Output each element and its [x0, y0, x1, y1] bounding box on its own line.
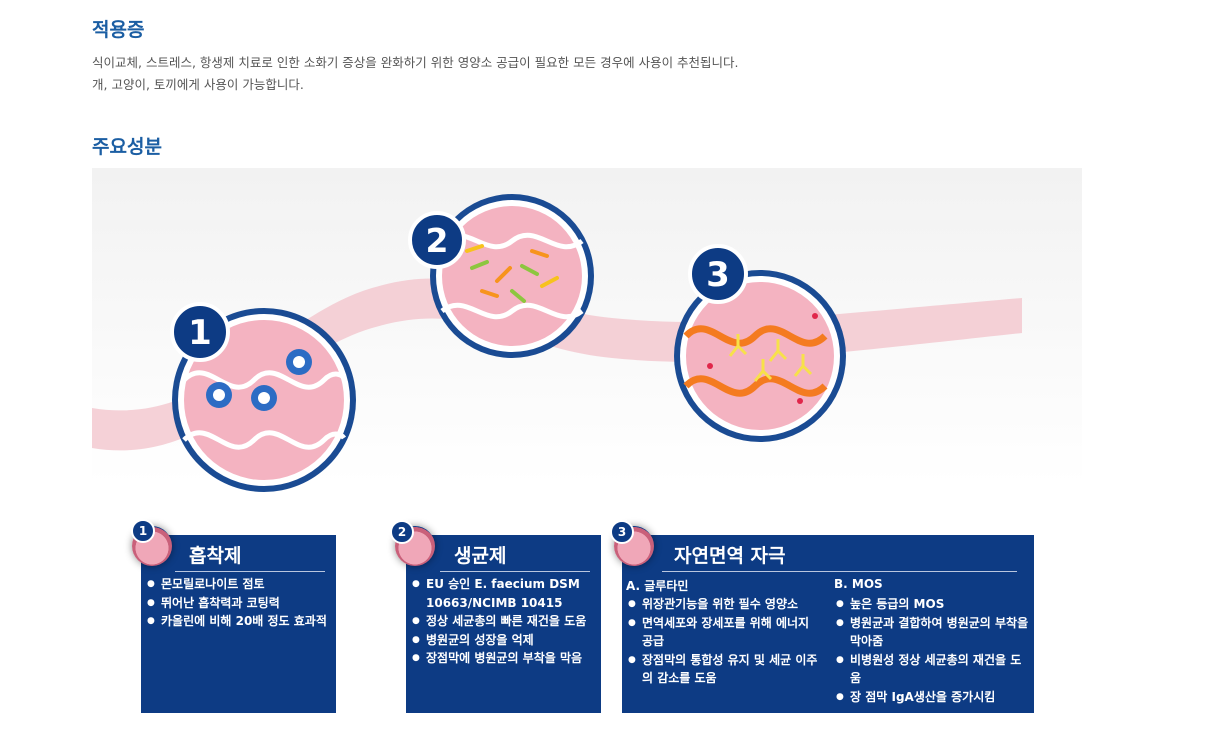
circle-number-3 [688, 244, 748, 304]
ingredients-heading: 주요성분 [92, 136, 162, 158]
box-number-2: 2 [390, 520, 414, 544]
immune-circle [674, 270, 846, 442]
immune-box: 자연면역 자극 A. 글루타민 위장관기능을 위한 필수 영양소 면역세포와 장… [622, 535, 1034, 713]
adsorbent-title: 흡착제 [189, 545, 242, 567]
indication-heading: 적용증 [92, 19, 145, 41]
circle-number-3-label: 3 [706, 255, 730, 295]
probiotic-circle [430, 194, 594, 358]
list-item: 뛰어난 흡착력과 코팅력 [145, 594, 333, 613]
box-number-1: 1 [131, 519, 155, 543]
intestine-illustration: 1 2 [92, 194, 1022, 492]
indication-line-2: 개, 고양이, 토끼에게 사용이 가능합니다. [92, 77, 304, 92]
probiotic-box: 생균제 EU 승인 E. faecium DSM 10663/NCIMB 104… [406, 535, 601, 713]
list-item: EU 승인 E. faecium DSM 10663/NCIMB 10415 [410, 575, 600, 612]
list-item: 병원균과 결합하여 병원균의 부착을 막아줌 [834, 614, 1032, 651]
immune-title: 자연면역 자극 [674, 545, 786, 567]
mos-list: 높은 등급의 MOS 병원균과 결합하여 병원균의 부착을 막아줌 비병원성 정… [834, 595, 1032, 706]
circle-number-1 [170, 302, 230, 362]
list-item: 병원균의 성장을 억제 [410, 631, 600, 650]
probiotic-list: EU 승인 E. faecium DSM 10663/NCIMB 10415 정… [410, 575, 600, 668]
indication-text: 식이교체, 스트레스, 항생제 치료로 인한 소화기 증상을 완화하기 위한 영… [92, 52, 739, 96]
list-item: 면역세포와 장세포를 위해 에너지 공급 [626, 614, 822, 651]
immune-rule [662, 571, 1017, 572]
circle-number-1-label: 1 [188, 313, 212, 353]
list-item: 높은 등급의 MOS [834, 595, 1032, 614]
circle-number-2 [408, 211, 466, 269]
circle-number-2-label: 2 [426, 221, 449, 260]
list-item: 몬모릴로나이트 점토 [145, 575, 333, 594]
list-item: 카올린에 비해 20배 정도 효과적 [145, 612, 333, 631]
probiotic-title: 생균제 [454, 545, 507, 567]
box-number-3: 3 [610, 520, 634, 544]
list-item: 장점막에 병원균의 부착을 막음 [410, 649, 600, 668]
ingredients-illustration: 1 2 [92, 168, 1082, 744]
indication-line-1: 식이교체, 스트레스, 항생제 치료로 인한 소화기 증상을 완화하기 위한 영… [92, 55, 739, 70]
adsorbent-list: 몬모릴로나이트 점토 뛰어난 흡착력과 코팅력 카올린에 비해 20배 정도 효… [145, 575, 333, 631]
list-item: 장 점막 IgA생산을 증가시킴 [834, 688, 1032, 707]
probiotic-rule [440, 571, 590, 572]
adsorbent-rule [175, 571, 325, 572]
list-item: 위장관기능을 위한 필수 영양소 [626, 595, 822, 614]
mos-subtitle: B. MOS [834, 577, 883, 591]
glutamine-list: 위장관기능을 위한 필수 영양소 면역세포와 장세포를 위해 에너지 공급 장점… [626, 595, 822, 688]
list-item: 장점막의 통합성 유지 및 세균 이주의 감소를 도움 [626, 651, 822, 688]
list-item: 비병원성 정상 세균총의 재건을 도움 [834, 651, 1032, 688]
glutamine-subtitle: A. 글루타민 [626, 579, 689, 593]
adsorbent-box: 흡착제 몬모릴로나이트 점토 뛰어난 흡착력과 코팅력 카올린에 비해 20배 … [141, 535, 336, 713]
list-item: 정상 세균총의 빠른 재건을 도움 [410, 612, 600, 631]
